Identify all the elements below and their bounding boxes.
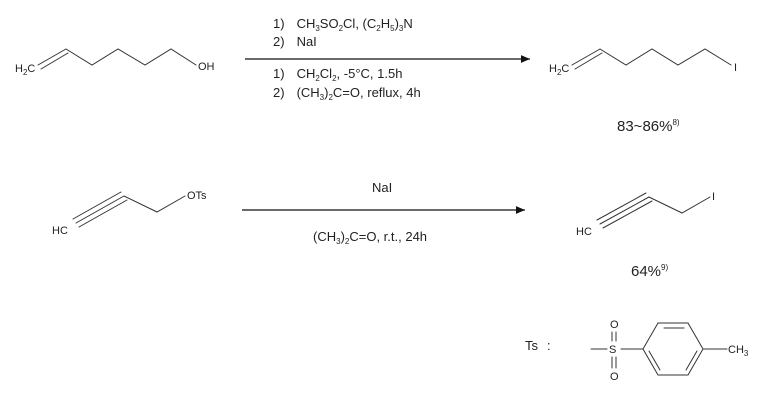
ring-double-bond-3 xyxy=(685,350,698,371)
reactant-hexenol: H2C OH xyxy=(15,48,215,77)
ts-colon: : xyxy=(547,338,551,353)
terminal-double-bond xyxy=(37,48,67,66)
product-double-bond-inner xyxy=(574,52,603,70)
reaction2-conditions: (CH3)2C=O, r.t., 24h xyxy=(313,229,427,246)
condition-line-1: 1)CH2Cl2, -5°C, 1.5h xyxy=(273,66,402,83)
reactant-butynyl-tosylate: HC OTs xyxy=(52,190,207,237)
tosyl-o-top: O xyxy=(610,319,619,331)
tosyl-legend: Ts : S O O CH3 xyxy=(525,319,749,383)
reaction2-yield: 64%9) xyxy=(631,263,668,280)
ring-double-bond-2 xyxy=(648,350,661,371)
product-triple-bond-3 xyxy=(602,200,653,229)
product-iodobutyne: HC I xyxy=(576,191,715,238)
product-triple-bond-2 xyxy=(596,192,647,221)
reagent-line-2: 2)NaI xyxy=(273,34,317,49)
product-double-bond xyxy=(571,48,601,66)
tosyl-s-label: S xyxy=(609,344,616,356)
iodobutyne-hc-label: HC xyxy=(576,226,592,238)
iodohexene-i-label: I xyxy=(734,62,737,74)
reaction2-reagent: NaI xyxy=(372,180,392,195)
iodobutyne-i-label: I xyxy=(712,191,715,203)
hexenol-oh-label: OH xyxy=(198,61,215,73)
reaction1-reagents: 1)CH3SO2Cl, (C2H5)3N 2)NaI xyxy=(273,16,413,49)
butynyl-hc-label: HC xyxy=(52,225,68,237)
product-iodohexene: H2C I xyxy=(549,48,737,77)
ts-label: Ts xyxy=(525,338,539,353)
alkyne-triple-bond-2 xyxy=(72,191,122,220)
reaction1-yield: 83~86%8) xyxy=(617,118,680,135)
hexenol-ch2-label: H2C xyxy=(15,63,35,77)
benzene-ring xyxy=(642,322,704,376)
product-triple-bond xyxy=(599,196,650,225)
butynyl-ots-label: OTs xyxy=(187,190,207,202)
iodohexene-carbon-chain xyxy=(599,48,732,66)
reaction1-conditions: 1)CH2Cl2, -5°C, 1.5h 2)(CH3)2C=O, reflux… xyxy=(273,66,421,102)
iodohexene-ch2-label: H2C xyxy=(549,63,569,77)
alkyne-triple-bond-3 xyxy=(78,199,128,228)
hexenol-carbon-chain xyxy=(65,48,197,66)
tosyl-o-bottom: O xyxy=(610,371,619,383)
tosyl-ch3-label: CH3 xyxy=(728,344,749,358)
reagent-line-1: 1)CH3SO2Cl, (C2H5)3N xyxy=(273,16,413,33)
terminal-double-bond-inner xyxy=(40,52,69,70)
condition-line-2: 2)(CH3)2C=O, reflux, 4h xyxy=(273,85,421,102)
iodobutyne-chain xyxy=(648,196,711,214)
alkyne-triple-bond xyxy=(75,195,125,224)
butynyl-chain xyxy=(123,195,186,213)
